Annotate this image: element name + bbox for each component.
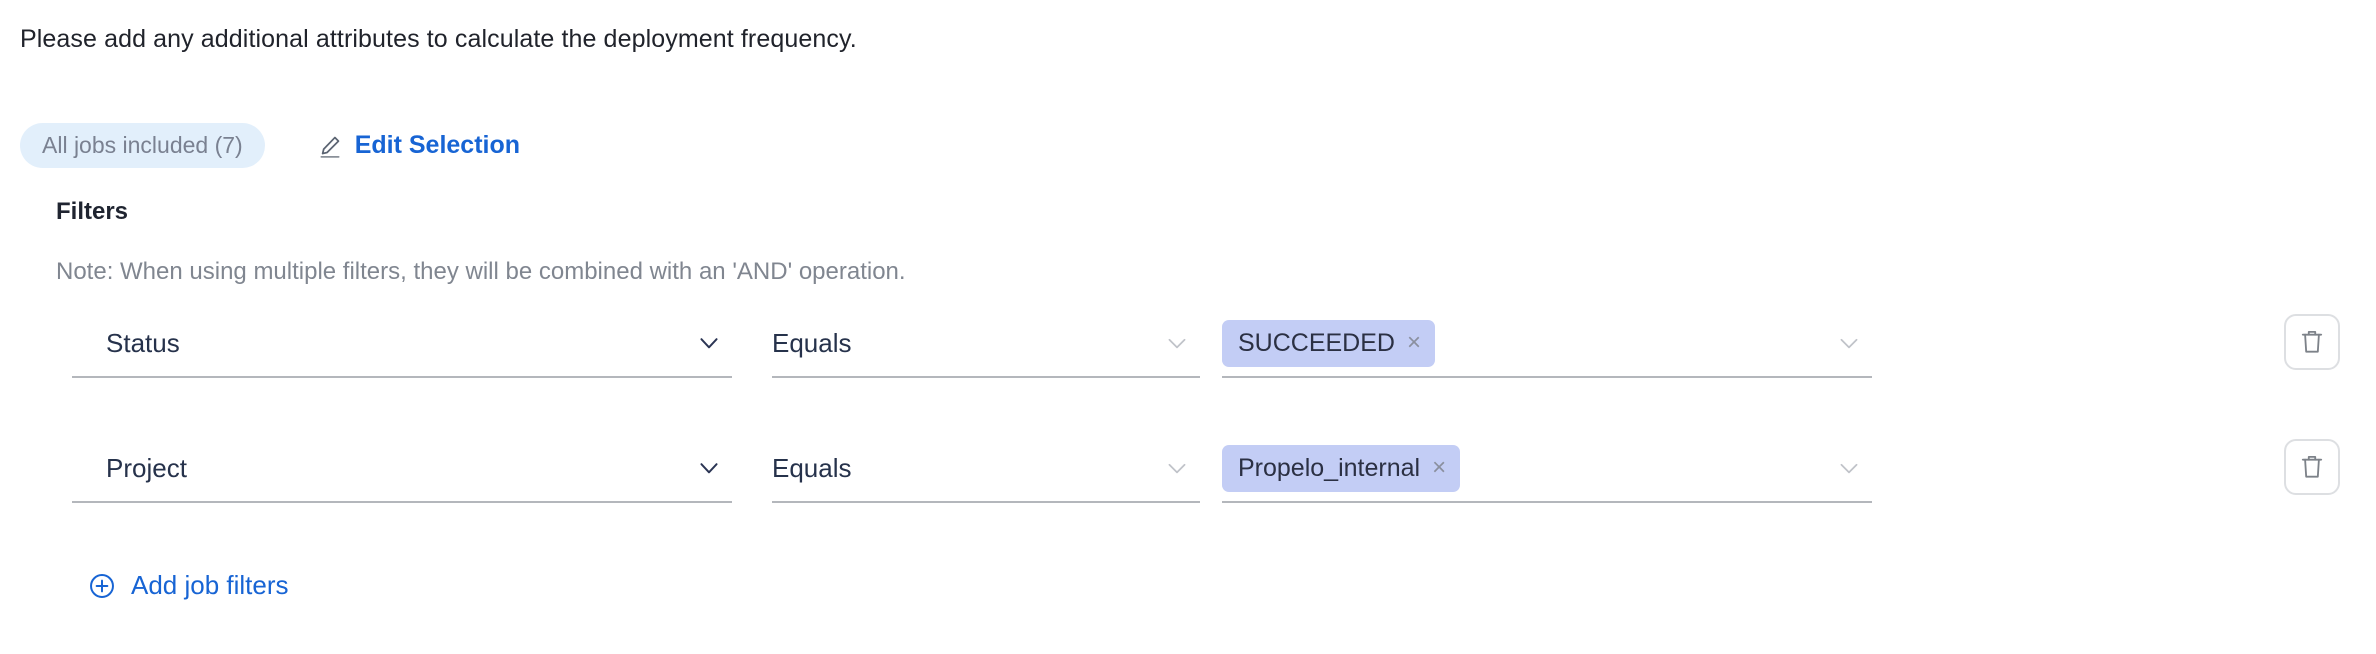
filter-value-select[interactable]: SUCCEEDED × bbox=[1222, 310, 1872, 378]
filter-value-chip-label: Propelo_internal bbox=[1238, 453, 1421, 482]
filter-value-chip[interactable]: SUCCEEDED × bbox=[1222, 319, 1435, 367]
pencil-icon bbox=[317, 133, 343, 159]
add-job-filters-label: Add job filters bbox=[131, 570, 289, 600]
filter-attribute-value: Project bbox=[106, 452, 187, 483]
filter-operator-value: Equals bbox=[772, 452, 852, 483]
plus-circle-icon bbox=[88, 572, 116, 600]
filter-row: Status Equals SUCCEEDED × bbox=[0, 310, 2376, 435]
filter-attribute-select[interactable]: Status bbox=[72, 310, 732, 378]
trash-icon bbox=[2299, 328, 2325, 356]
trash-icon bbox=[2299, 453, 2325, 481]
filter-attribute-value: Status bbox=[106, 327, 180, 358]
chevron-down-icon bbox=[1164, 455, 1190, 481]
filters-note: Note: When using multiple filters, they … bbox=[56, 258, 906, 285]
filter-value-chip[interactable]: Propelo_internal × bbox=[1222, 444, 1461, 492]
chevron-down-icon bbox=[696, 330, 722, 356]
filter-value-chip-label: SUCCEEDED bbox=[1238, 328, 1395, 357]
filter-row: Project Equals Propelo_internal bbox=[0, 435, 2376, 560]
chevron-down-icon bbox=[1836, 330, 1862, 356]
close-icon[interactable]: × bbox=[1432, 454, 1447, 481]
filter-operator-value: Equals bbox=[772, 327, 852, 358]
filters-heading: Filters bbox=[56, 198, 129, 225]
filter-value-select[interactable]: Propelo_internal × bbox=[1222, 435, 1872, 503]
selection-row: All jobs included (7) Edit Selection bbox=[20, 123, 520, 168]
chevron-down-icon bbox=[1164, 330, 1190, 356]
all-jobs-included-chip[interactable]: All jobs included (7) bbox=[20, 123, 265, 168]
intro-text: Please add any additional attributes to … bbox=[20, 25, 857, 53]
filter-rows-container: Status Equals SUCCEEDED × bbox=[0, 310, 2376, 560]
filter-operator-select[interactable]: Equals bbox=[772, 310, 1200, 378]
filter-operator-select[interactable]: Equals bbox=[772, 435, 1200, 503]
delete-filter-button[interactable] bbox=[2284, 439, 2340, 495]
chevron-down-icon bbox=[696, 455, 722, 481]
close-icon[interactable]: × bbox=[1406, 329, 1421, 356]
chevron-down-icon bbox=[1836, 455, 1862, 481]
edit-selection-label: Edit Selection bbox=[354, 131, 521, 159]
edit-selection-button[interactable]: Edit Selection bbox=[317, 131, 520, 160]
add-job-filters-button[interactable]: Add job filters bbox=[88, 570, 289, 601]
delete-filter-button[interactable] bbox=[2284, 314, 2340, 370]
filter-attribute-select[interactable]: Project bbox=[72, 435, 732, 503]
